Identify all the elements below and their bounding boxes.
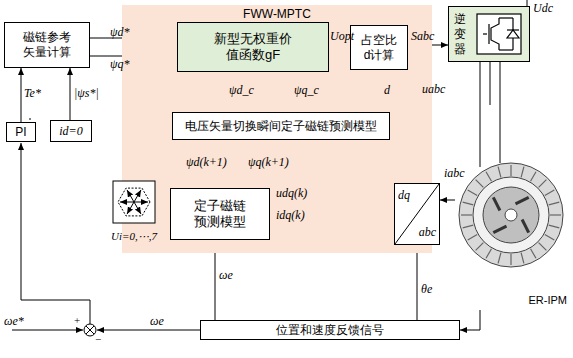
signal-label: iabc: [444, 166, 465, 181]
signal-label: ψd_c: [229, 83, 254, 98]
reference-box: id=0: [50, 120, 92, 142]
signal-label: ψq_c: [294, 83, 319, 98]
node-text: PI: [15, 125, 26, 140]
signal-label: ωe: [150, 314, 164, 329]
voltage-vector-icon: Ui=0,⋯,7: [108, 180, 160, 244]
node-text: ER-IPM: [529, 294, 568, 308]
node-text: 新型无权重价值函数gF: [208, 31, 298, 64]
signal-label: uabc: [422, 82, 445, 97]
connector: [460, 310, 480, 330]
node-text: 电压矢量切换瞬间定子磁链预测模型: [185, 119, 377, 134]
node-text: id=0: [59, 124, 82, 139]
igbt-symbol: [475, 10, 525, 58]
connector: [440, 200, 455, 201]
signal-label: Te*: [24, 86, 41, 101]
signal-label: Sabc: [411, 29, 434, 44]
connector: [70, 68, 71, 120]
signal-label: ψd*: [110, 25, 129, 40]
connector: [490, 62, 491, 105]
signal-label: ωe*: [4, 314, 24, 329]
node-text: FWW-MPTC: [243, 7, 311, 22]
node-text: abc: [419, 225, 436, 240]
motor-drawing: [455, 105, 567, 310]
node-text: 位置和速度反馈信号: [276, 323, 384, 338]
prediction-box: 电压矢量切换瞬间定子磁链预测模型: [172, 112, 390, 140]
signal-label: ωe: [219, 268, 233, 283]
node-text: Ui=0,⋯,7: [111, 230, 157, 244]
node-text: 定子磁链预测模型: [193, 198, 247, 231]
transform-box: dq abc: [394, 183, 440, 245]
signal-label: θe: [421, 282, 432, 297]
duty-cycle-box: 占空比d计算: [350, 25, 408, 70]
feedback-box: 位置和速度反馈信号: [200, 320, 460, 340]
signal-label: |ψs*|: [74, 86, 99, 101]
signal-label: Uopt: [330, 29, 354, 44]
inverter-box: 逆变器: [448, 6, 530, 62]
node-text: 磁链参考矢量计算: [20, 30, 74, 60]
signal-label: Udc: [533, 1, 553, 16]
motor-symbol: ER-IPM: [455, 105, 567, 310]
node-text: dq: [398, 188, 410, 203]
connector: [417, 245, 418, 320]
connector: [21, 68, 22, 122]
signal-label: ψq(k+1): [248, 155, 289, 170]
cost-function-box: 新型无权重价值函数gF: [177, 22, 329, 72]
signal-label: udq(k): [276, 186, 307, 201]
node-text: 占空比d计算: [359, 33, 399, 63]
signal-label: ψd(k+1): [186, 155, 227, 170]
signal-label: ψq*: [110, 57, 129, 72]
process-box: 磁链参考矢量计算: [4, 22, 90, 68]
signal-label: −: [95, 333, 101, 345]
prediction-box: 定子磁链预测模型: [170, 188, 270, 240]
signal-label: idq(k): [276, 208, 305, 223]
pi-box: PI: [6, 122, 36, 142]
node-text: 逆变器: [453, 12, 467, 57]
signal-label: +: [74, 314, 80, 326]
signal-label: d: [384, 83, 390, 98]
voltage-vector-hexagon: [112, 180, 156, 224]
